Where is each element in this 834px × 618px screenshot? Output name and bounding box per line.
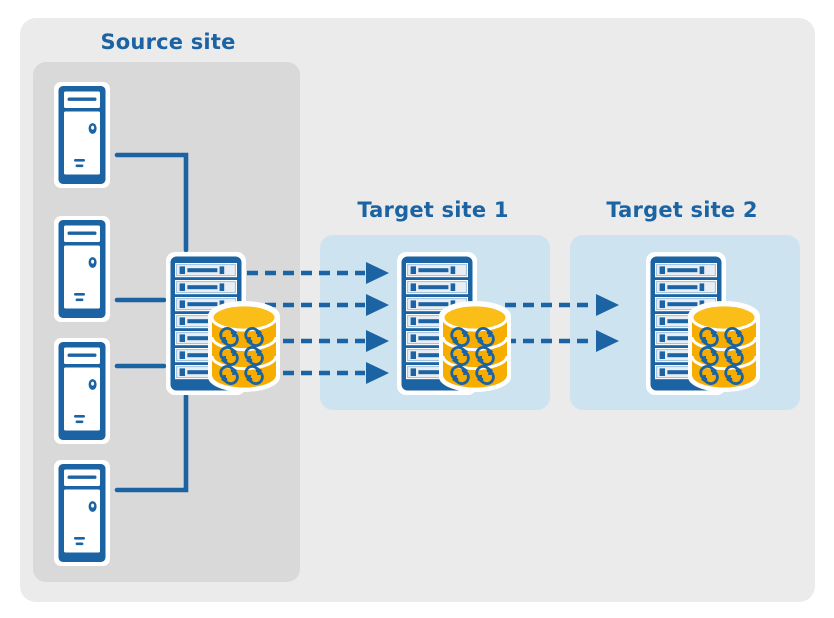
target-site-2-label: Target site 2 [606,198,757,222]
client-workstation-4[interactable] [54,460,110,566]
connector-line-client-1 [114,152,189,253]
client-connector-lines [114,152,189,493]
client-workstation-3[interactable] [54,338,110,444]
source-site-label: Source site [100,30,235,54]
target-site-1-label: Target site 1 [357,198,508,222]
client-workstation-1[interactable] [54,82,110,188]
connector-line-client-4 [114,393,189,493]
client-workstation-2[interactable] [54,216,110,322]
